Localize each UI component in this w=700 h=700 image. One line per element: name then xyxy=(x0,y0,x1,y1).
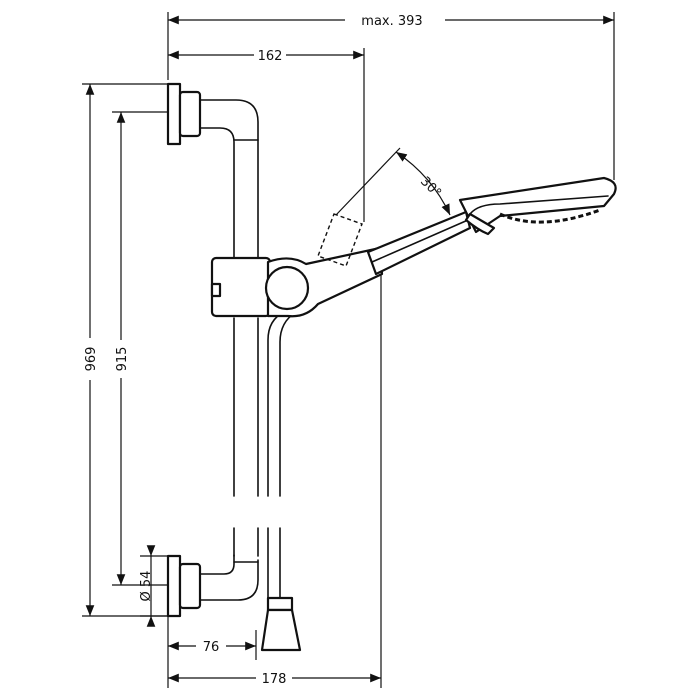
dimension-178: 178 xyxy=(168,268,382,688)
dimension-diameter-54: Ø 54 xyxy=(139,545,168,627)
label-76: 76 xyxy=(203,640,220,655)
shower-rail xyxy=(233,317,259,557)
label-969: 969 xyxy=(84,347,99,372)
top-wall-bracket xyxy=(166,82,259,263)
hose-connector xyxy=(260,596,302,652)
alternate-position-dashed xyxy=(317,213,363,267)
dimension-angle-30: 30° xyxy=(335,147,451,216)
dimension-969: 969 xyxy=(82,83,168,617)
slider-holder xyxy=(210,246,384,318)
label-178: 178 xyxy=(262,672,287,687)
bottom-wall-bracket xyxy=(166,554,259,618)
dimension-76: 76 xyxy=(167,610,257,688)
label-diameter-54: Ø 54 xyxy=(139,571,154,602)
dimension-max-393: max. 393 xyxy=(167,12,615,180)
hand-shower xyxy=(366,176,617,276)
dimension-162: 162 xyxy=(168,48,365,222)
shower-hose xyxy=(267,311,297,599)
label-max-393: max. 393 xyxy=(361,14,422,29)
dimension-915: 915 xyxy=(112,111,168,586)
label-915: 915 xyxy=(115,347,130,372)
label-162: 162 xyxy=(258,49,283,64)
